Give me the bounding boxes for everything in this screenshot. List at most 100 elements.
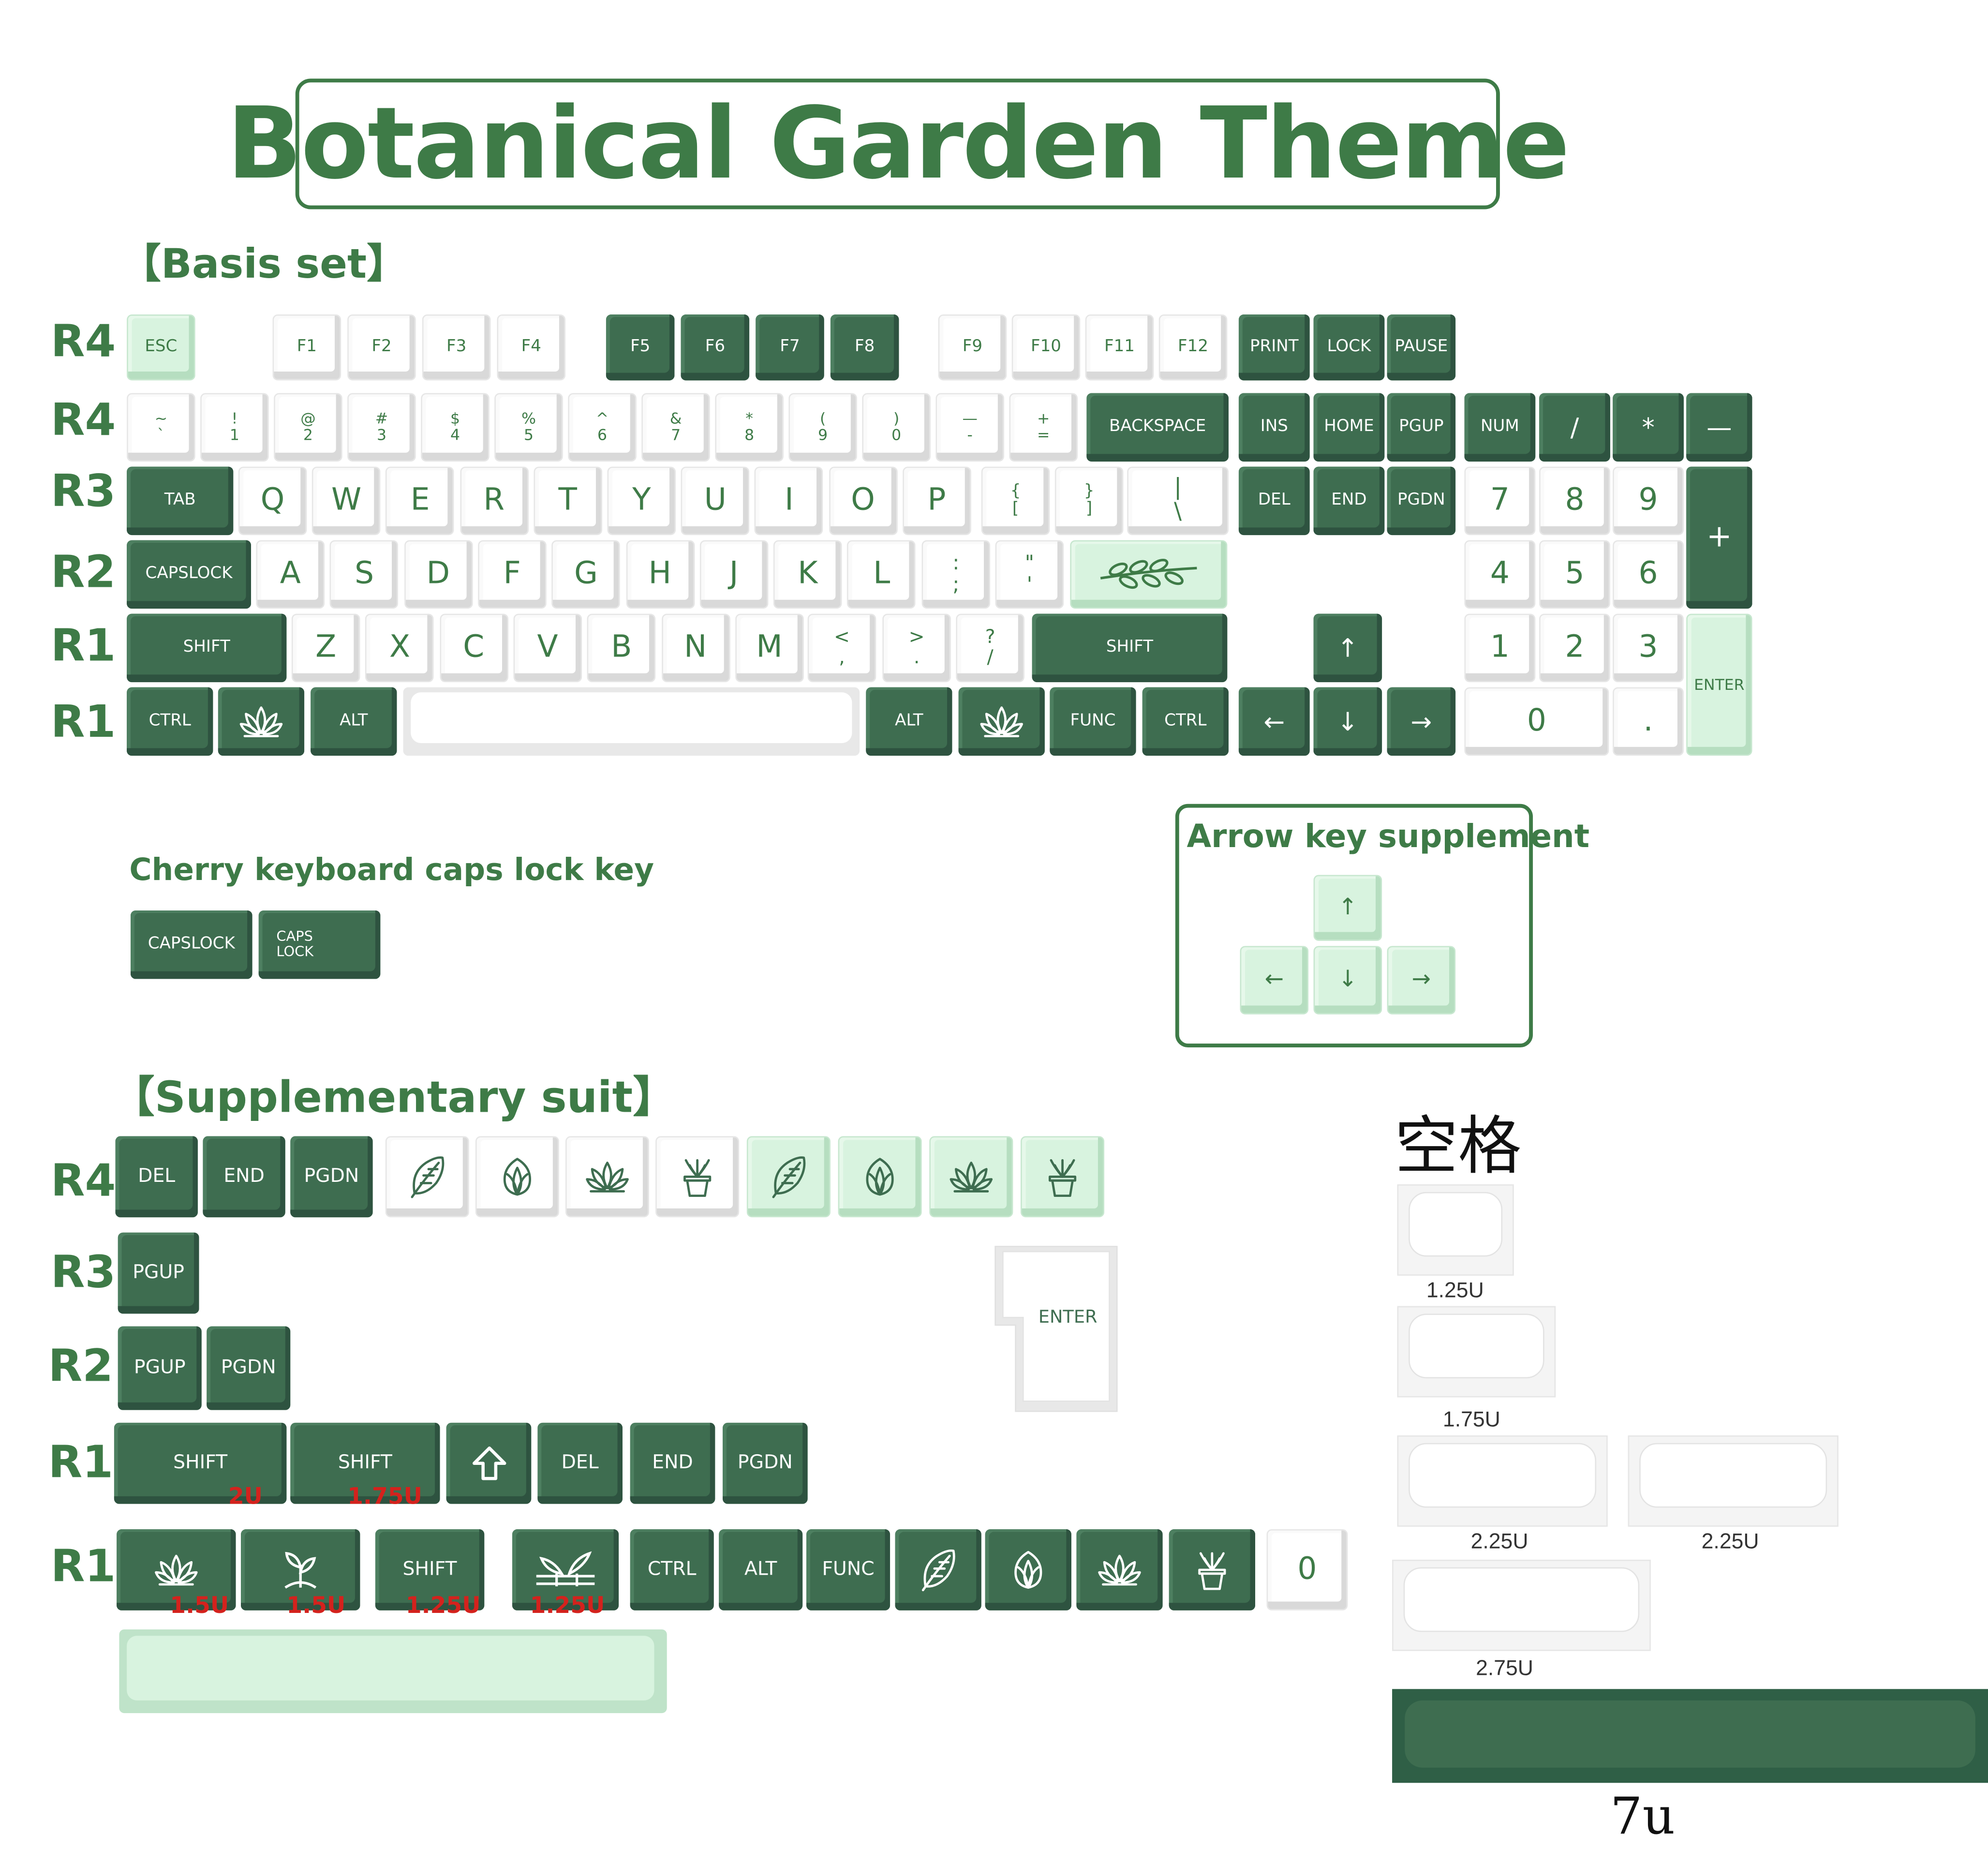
key-num-6[interactable]: ^6 xyxy=(568,393,637,462)
supp-key-shift-arrow[interactable] xyxy=(446,1422,532,1504)
supp-key-shift-2u[interactable]: SHIFT xyxy=(114,1422,287,1504)
key-numpad-1[interactable]: 1 xyxy=(1464,613,1536,683)
key-numpad-5[interactable]: 5 xyxy=(1539,540,1610,609)
key-z[interactable]: Z xyxy=(291,613,360,683)
key-lt[interactable]: <, xyxy=(807,613,876,683)
key-print[interactable]: PRINT xyxy=(1238,314,1310,381)
supp-key-mint-spacebar[interactable] xyxy=(119,1629,667,1714)
key-quote[interactable]: "' xyxy=(995,540,1064,609)
key-lctrl[interactable]: CTRL xyxy=(127,687,213,756)
supp-key-pgdn-r2[interactable]: PGDN xyxy=(207,1326,291,1410)
supp-key-bamboo-125u[interactable] xyxy=(512,1529,619,1610)
spacebar-175u[interactable] xyxy=(1397,1306,1556,1398)
key-num-7[interactable]: &7 xyxy=(641,393,710,462)
key-numpad-2[interactable]: 2 xyxy=(1539,613,1610,683)
key-numpad-minus[interactable]: — xyxy=(1686,393,1752,462)
key-numpad-0[interactable]: 0 xyxy=(1464,687,1609,756)
key-end[interactable]: END xyxy=(1313,466,1385,536)
key-x[interactable]: X xyxy=(365,613,434,683)
supp-key-down[interactable]: ↓ xyxy=(1313,946,1382,1014)
key-rctrl[interactable]: CTRL xyxy=(1142,687,1229,756)
key-r[interactable]: R xyxy=(460,466,528,536)
key-f2[interactable]: F2 xyxy=(347,314,416,381)
key-qm[interactable]: ?/ xyxy=(956,613,1024,683)
supp-key-zero[interactable]: 0 xyxy=(1266,1529,1348,1610)
key-q[interactable]: Q xyxy=(238,466,307,536)
supp-key-alt[interactable]: ALT xyxy=(719,1529,803,1610)
key-numpad-plus[interactable]: + xyxy=(1686,466,1752,609)
key-numpad-dot[interactable]: . xyxy=(1613,687,1684,756)
supp-key-del[interactable]: DEL xyxy=(115,1136,198,1218)
supp-key-left[interactable]: ← xyxy=(1240,946,1309,1014)
supp-key-pgup[interactable]: PGUP xyxy=(118,1232,199,1314)
key-pause[interactable]: PAUSE xyxy=(1387,314,1456,381)
supp-key-lotus-15u[interactable] xyxy=(117,1529,236,1610)
key-pgdn[interactable]: PGDN xyxy=(1387,466,1456,536)
supp-key-lotus-bud-1[interactable] xyxy=(475,1136,559,1218)
supp-key-lotus-6[interactable] xyxy=(929,1136,1013,1218)
key-esc[interactable]: ESC xyxy=(127,314,195,381)
key-f9[interactable]: F9 xyxy=(938,314,1007,381)
key-left[interactable]: ← xyxy=(1238,687,1310,756)
key-home[interactable]: HOME xyxy=(1313,393,1385,462)
key-pipe[interactable]: |\ xyxy=(1127,466,1229,536)
key-lshift[interactable]: SHIFT xyxy=(127,613,287,683)
supp-key-shift-175u[interactable]: SHIFT xyxy=(290,1422,440,1504)
key-ralt[interactable]: ALT xyxy=(866,687,952,756)
key-num-10[interactable]: )0 xyxy=(862,393,931,462)
key-iso-enter[interactable]: ENTER xyxy=(993,1244,1119,1414)
key-c[interactable]: C xyxy=(439,613,508,683)
key-f1[interactable]: F1 xyxy=(272,314,341,381)
key-rbrace[interactable]: }] xyxy=(1054,466,1124,536)
key-v[interactable]: V xyxy=(513,613,582,683)
key-m[interactable]: M xyxy=(735,613,804,683)
supp-key-leaf-0[interactable] xyxy=(385,1136,469,1218)
key-num-8[interactable]: *8 xyxy=(715,393,784,462)
supp-key-leaf-4[interactable] xyxy=(746,1136,831,1218)
key-func[interactable]: FUNC xyxy=(1050,687,1136,756)
key-numpad-9[interactable]: 9 xyxy=(1613,466,1684,536)
spacebar-125u[interactable] xyxy=(1397,1184,1514,1276)
key-numpad-enter[interactable]: ENTER xyxy=(1686,613,1752,756)
key-backspace[interactable]: BACKSPACE xyxy=(1086,393,1229,462)
key-n[interactable]: N xyxy=(661,613,730,683)
key-numpad-4[interactable]: 4 xyxy=(1464,540,1536,609)
spacebar-275u[interactable] xyxy=(1392,1559,1651,1651)
key-enter-leaves[interactable] xyxy=(1070,540,1228,609)
key-f11[interactable]: F11 xyxy=(1085,314,1154,381)
supp-key-shift-125u[interactable]: SHIFT xyxy=(375,1529,485,1610)
key-num[interactable]: NUM xyxy=(1464,393,1536,462)
key-d[interactable]: D xyxy=(404,540,473,609)
key-t[interactable]: T xyxy=(533,466,602,536)
key-num-5[interactable]: %5 xyxy=(494,393,563,462)
key-f12[interactable]: F12 xyxy=(1158,314,1228,381)
supp-key-func[interactable]: FUNC xyxy=(806,1529,890,1610)
key-cherry-capslock[interactable]: CAPSLOCK xyxy=(130,910,252,979)
key-num-1[interactable]: !1 xyxy=(200,393,269,462)
key-pgup[interactable]: PGUP xyxy=(1387,393,1456,462)
key-colon[interactable]: :; xyxy=(921,540,991,609)
spacebar-225u-a[interactable] xyxy=(1397,1435,1608,1527)
key-k[interactable]: K xyxy=(773,540,842,609)
key-f8[interactable]: F8 xyxy=(830,314,899,381)
key-del[interactable]: DEL xyxy=(1238,466,1310,536)
supp-key-lotus-2[interactable] xyxy=(565,1136,650,1218)
supp-key-lotus-r1[interactable] xyxy=(1076,1529,1163,1610)
spacebar-7u[interactable] xyxy=(1392,1689,1988,1783)
key-b[interactable]: B xyxy=(587,613,656,683)
supp-key-pgup-r2[interactable]: PGUP xyxy=(118,1326,202,1410)
key-num-2[interactable]: @2 xyxy=(274,393,342,462)
key-l[interactable]: L xyxy=(847,540,916,609)
key-right[interactable]: → xyxy=(1387,687,1456,756)
supp-key-lotus-bud-r1[interactable] xyxy=(985,1529,1071,1610)
key-rshift[interactable]: SHIFT xyxy=(1032,613,1228,683)
key-up[interactable]: ↑ xyxy=(1313,613,1382,683)
key-f7[interactable]: F7 xyxy=(756,314,824,381)
supp-key-del-r1[interactable]: DEL xyxy=(537,1422,623,1504)
key-gt[interactable]: >. xyxy=(882,613,951,683)
key-f3[interactable]: F3 xyxy=(422,314,491,381)
spacebar-225u-b[interactable] xyxy=(1628,1435,1839,1527)
key-numpad-slash[interactable]: / xyxy=(1539,393,1610,462)
key-h[interactable]: H xyxy=(625,540,695,609)
